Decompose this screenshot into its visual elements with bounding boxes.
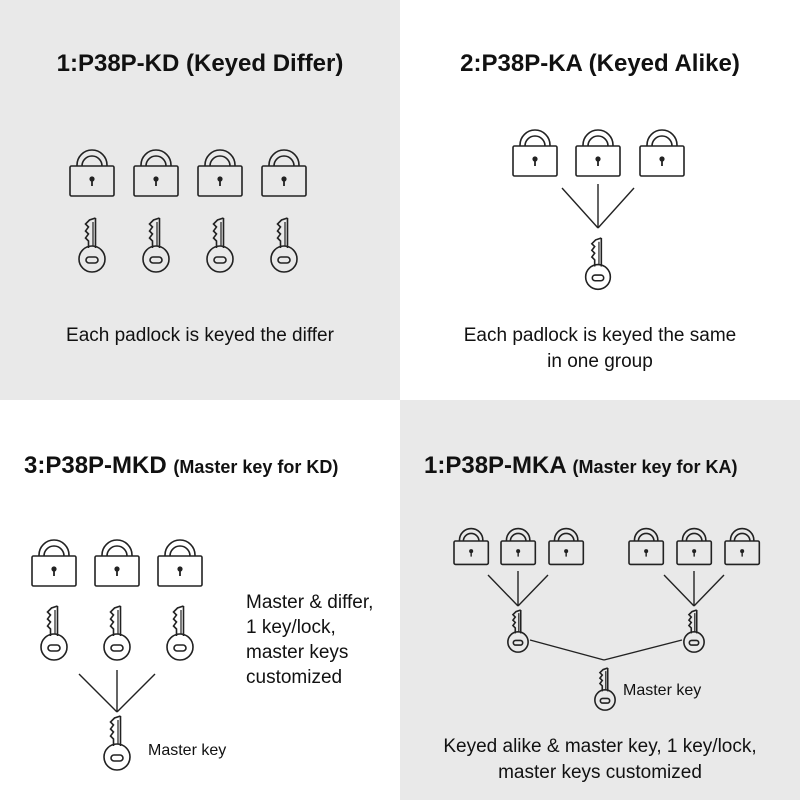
key-icon xyxy=(166,605,194,661)
panel-master-key-kd xyxy=(0,400,400,800)
connector-line xyxy=(517,574,549,607)
padlock-icon xyxy=(628,527,665,566)
panel-3-title: 3:P38P-MKD (Master key for KD) xyxy=(24,452,338,480)
panel-keyed-differ xyxy=(0,0,400,400)
connector-line xyxy=(603,639,683,661)
panel-4-master-key-label: Master key xyxy=(623,682,702,699)
panel-4-caption-line: Keyed alike & master key, 1 key/lock, xyxy=(443,736,757,757)
panel-4-title-main: 1:P38P-MKA xyxy=(424,452,566,479)
key-icon xyxy=(270,217,298,273)
panel-3-master-key-label: Master key xyxy=(148,742,227,759)
key-icon xyxy=(142,217,170,273)
panel-4-title-sub: (Master key for KA) xyxy=(572,457,738,477)
panel-3-description: Master & differ, 1 key/lock, master keys… xyxy=(246,590,373,690)
key-icon xyxy=(103,605,131,661)
padlock-icon xyxy=(676,527,713,566)
padlock-icon xyxy=(639,129,685,177)
connector-line xyxy=(663,574,695,607)
panel-4-caption-line: master keys customized xyxy=(498,762,702,783)
panel-3-description-line: master keys xyxy=(246,642,349,663)
key-icon xyxy=(584,237,612,291)
panel-1-title: 1:P38P-KD (Keyed Differ) xyxy=(56,50,344,77)
connector-line xyxy=(487,574,519,607)
padlock-icon xyxy=(548,527,585,566)
panel-2-title: 2:P38P-KA (Keyed Alike) xyxy=(460,50,740,77)
panel-2-caption-line: in one group xyxy=(547,351,653,372)
master-key-icon xyxy=(594,667,616,711)
panel-2-caption: Each padlock is keyed the same in one gr… xyxy=(400,323,800,375)
panel-1-caption-line: Each padlock is keyed the differ xyxy=(66,325,334,346)
key-icon xyxy=(40,605,68,661)
panel-3-description-line: customized xyxy=(246,667,343,688)
panel-3-description-line: 1 key/lock, xyxy=(246,617,336,638)
padlock-icon xyxy=(453,527,490,566)
padlock-icon xyxy=(94,539,140,587)
panel-4-caption: Keyed alike & master key, 1 key/lock, ma… xyxy=(400,734,800,786)
padlock-icon xyxy=(512,129,558,177)
padlock-icon xyxy=(133,149,179,197)
master-key-icon xyxy=(103,715,131,771)
padlock-icon xyxy=(500,527,537,566)
panel-3-title-main: 3:P38P-MKD xyxy=(24,452,167,479)
padlock-icon xyxy=(197,149,243,197)
panel-1-caption: Each padlock is keyed the differ xyxy=(0,323,400,349)
panel-keyed-alike xyxy=(400,0,800,400)
connector-line xyxy=(529,639,605,661)
key-icon xyxy=(507,609,529,653)
padlock-icon xyxy=(724,527,761,566)
connector-line xyxy=(561,187,599,229)
padlock-icon xyxy=(69,149,115,197)
key-icon xyxy=(683,609,705,653)
panel-4-title: 1:P38P-MKA (Master key for KA) xyxy=(424,452,738,480)
connector-line xyxy=(116,673,156,713)
connector-line xyxy=(78,673,118,713)
connector-line xyxy=(597,187,635,229)
padlock-icon xyxy=(261,149,307,197)
panel-2-caption-line: Each padlock is keyed the same xyxy=(463,325,737,346)
padlock-icon xyxy=(31,539,77,587)
panel-master-key-ka xyxy=(400,400,800,800)
panel-3-title-sub: (Master key for KD) xyxy=(173,457,339,477)
padlock-icon xyxy=(157,539,203,587)
panel-3-description-line: Master & differ, xyxy=(246,592,374,613)
key-icon xyxy=(78,217,106,273)
key-icon xyxy=(206,217,234,273)
padlock-icon xyxy=(575,129,621,177)
connector-line xyxy=(693,574,725,607)
